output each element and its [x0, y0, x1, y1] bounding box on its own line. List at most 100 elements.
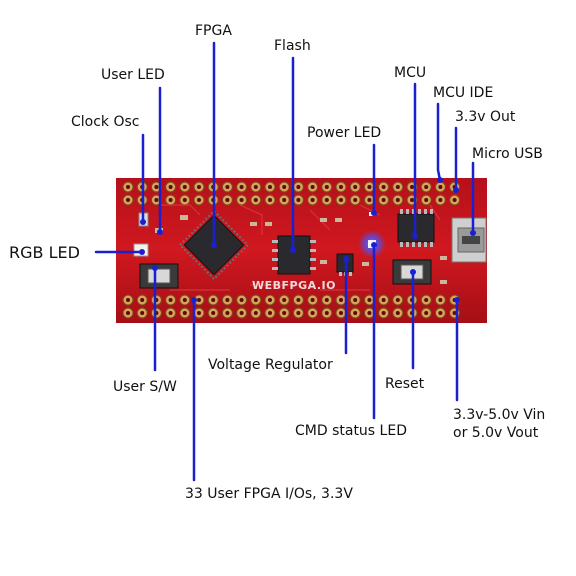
header-pad-hole: [438, 185, 442, 189]
header-pad-hole: [254, 298, 258, 302]
header-pad-hole: [126, 298, 130, 302]
header-pad-hole: [225, 198, 229, 202]
label-clock-osc: Clock Osc: [71, 114, 140, 130]
header-pad-hole: [396, 298, 400, 302]
header-pad-hole: [268, 298, 272, 302]
header-pad-hole: [367, 198, 371, 202]
header-pad-hole: [438, 311, 442, 315]
header-pad-hole: [311, 198, 315, 202]
label-micro-usb: Micro USB: [472, 146, 543, 162]
header-pad-hole: [282, 298, 286, 302]
header-pad-hole: [311, 185, 315, 189]
label-3v3-out: 3.3v Out: [455, 109, 516, 125]
header-pad-hole: [240, 311, 244, 315]
header-pad-hole: [169, 185, 173, 189]
header-pad-hole: [382, 198, 386, 202]
header-pad-hole: [126, 311, 130, 315]
label-fpga: FPGA: [195, 23, 232, 39]
header-pad-hole: [282, 311, 286, 315]
header-pad-hole: [424, 311, 428, 315]
header-pad-hole: [211, 311, 215, 315]
label-user-sw: User S/W: [113, 379, 177, 395]
label-reset: Reset: [385, 376, 425, 392]
header-pad-hole: [325, 311, 329, 315]
label-mcu-ide: MCU IDE: [433, 85, 493, 101]
header-pad-hole: [183, 185, 187, 189]
header-pad-hole: [169, 298, 173, 302]
header-pad-hole: [382, 185, 386, 189]
header-pad-hole: [282, 185, 286, 189]
label-power-led: Power LED: [307, 125, 381, 141]
header-pad-hole: [169, 311, 173, 315]
header-pad-hole: [183, 311, 187, 315]
pcb-board: WEBFPGA.IO: [116, 178, 487, 323]
header-pad-hole: [424, 198, 428, 202]
header-pad-hole: [225, 185, 229, 189]
label-user-io: 33 User FPGA I/Os, 3.3V: [185, 486, 353, 502]
header-pad-hole: [367, 311, 371, 315]
header-pad-hole: [154, 198, 158, 202]
header-pad-hole: [424, 185, 428, 189]
header-pad-hole: [353, 185, 357, 189]
header-pad-hole: [183, 198, 187, 202]
header-pad-hole: [367, 185, 371, 189]
label-flash: Flash: [274, 38, 311, 54]
header-pad-hole: [296, 298, 300, 302]
leader-mcu-ide: [438, 104, 440, 180]
header-pad-hole: [339, 185, 343, 189]
header-pad-hole: [240, 198, 244, 202]
header-pad-hole: [382, 298, 386, 302]
header-pad-hole: [254, 185, 258, 189]
header-pad-hole: [296, 311, 300, 315]
user-switch: [140, 264, 178, 288]
header-pad-hole: [396, 185, 400, 189]
header-pad-hole: [367, 298, 371, 302]
header-pad-hole: [396, 198, 400, 202]
header-pad-hole: [268, 311, 272, 315]
header-pad-hole: [268, 185, 272, 189]
label-rgb-led: RGB LED: [9, 243, 80, 262]
header-pad-hole: [169, 198, 173, 202]
header-pad-hole: [339, 311, 343, 315]
header-pad-hole: [353, 198, 357, 202]
header-pad-hole: [424, 298, 428, 302]
label-voltage-regulator: Voltage Regulator: [208, 357, 333, 373]
header-pad-hole: [140, 311, 144, 315]
header-pad-hole: [254, 198, 258, 202]
micro-usb-connector: [452, 218, 486, 262]
header-pad-hole: [325, 198, 329, 202]
header-pad-hole: [296, 185, 300, 189]
header-pad-hole: [438, 198, 442, 202]
header-pad-hole: [325, 298, 329, 302]
silkscreen-text: WEBFPGA.IO: [252, 279, 336, 292]
header-pad-hole: [197, 185, 201, 189]
header-pad-hole: [396, 311, 400, 315]
header-pad-hole: [254, 311, 258, 315]
header-pad-hole: [382, 311, 386, 315]
header-pad-hole: [240, 185, 244, 189]
label-mcu: MCU: [394, 65, 426, 81]
header-pad-hole: [438, 298, 442, 302]
header-pad-hole: [325, 185, 329, 189]
header-pad-hole: [154, 185, 158, 189]
header-pad-hole: [183, 298, 187, 302]
header-pad-hole: [453, 198, 457, 202]
header-pad-hole: [282, 198, 286, 202]
header-pad-hole: [311, 311, 315, 315]
header-pad-hole: [225, 311, 229, 315]
header-pad-hole: [339, 298, 343, 302]
header-pad-hole: [197, 198, 201, 202]
header-pad-hole: [197, 311, 201, 315]
header-pad-hole: [311, 298, 315, 302]
label-vin-line1: 3.3v-5.0v Vin: [453, 407, 545, 423]
header-pad-hole: [339, 198, 343, 202]
header-pad-hole: [410, 198, 414, 202]
header-pad-hole: [240, 298, 244, 302]
header-pad-hole: [353, 311, 357, 315]
label-vin-line2: or 5.0v Vout: [453, 425, 539, 441]
header-pad-hole: [410, 185, 414, 189]
header-pad-hole: [225, 298, 229, 302]
header-pad-hole: [126, 185, 130, 189]
